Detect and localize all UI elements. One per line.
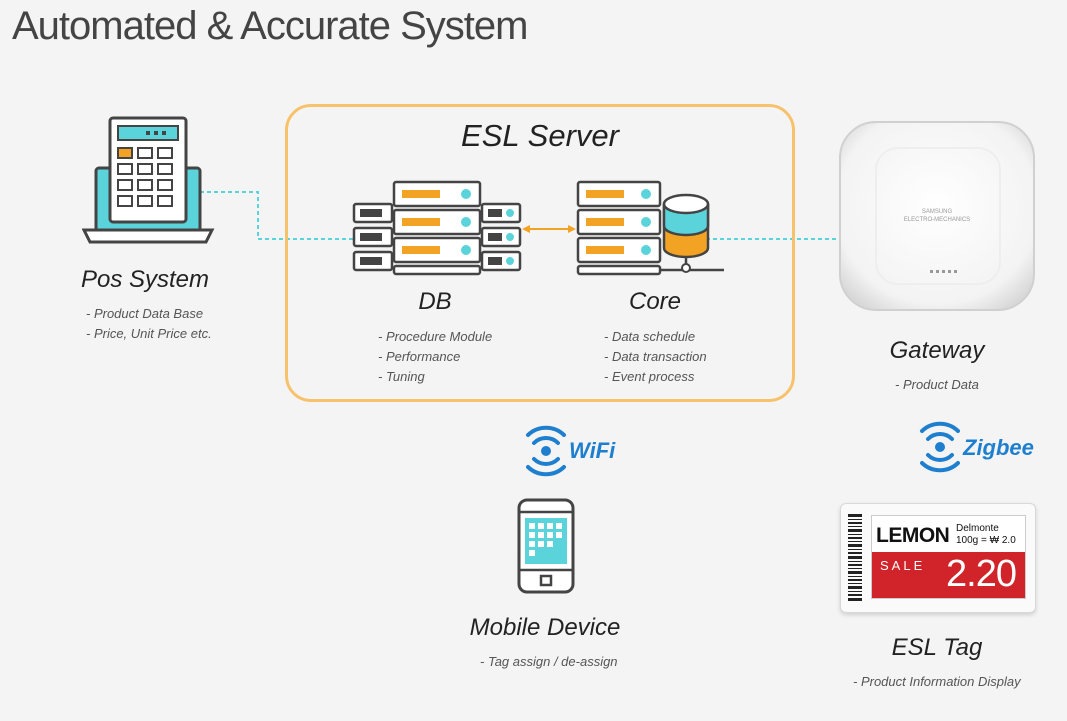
db-desc-item: - Procedure Module — [378, 329, 493, 344]
db-label: DB — [418, 288, 452, 315]
esl-tag-label: ESL Tag — [891, 634, 983, 661]
barcode-icon — [848, 514, 862, 601]
wifi-icon — [526, 425, 566, 477]
zigbee-icon — [920, 421, 960, 473]
mobile-desc-item: - Tag assign / de-assign — [480, 654, 618, 669]
db-description: - Procedure Module - Performance - Tunin… — [378, 327, 492, 387]
core-description: - Data schedule - Data transaction - Eve… — [604, 327, 707, 387]
core-label: Core — [628, 288, 682, 315]
mobile-description: - Tag assign / de-assign — [480, 652, 618, 672]
gateway-desc-item: - Product Data — [895, 377, 979, 392]
esl-tag-screen: LEMON Delmonte 100g = ₩ 2.0 SALE 2.20 — [871, 515, 1026, 599]
mobile-phone-icon — [517, 498, 575, 594]
wifi-label: WiFi — [569, 438, 616, 463]
tag-product-name: LEMON — [876, 524, 950, 547]
page-title: Automated & Accurate System — [12, 4, 528, 48]
tag-unit-price: 100g = ₩ 2.0 — [956, 535, 1016, 546]
tag-sale-text: SALE — [880, 558, 926, 573]
pos-desc-item: - Price, Unit Price etc. — [86, 326, 212, 341]
core-desc-item: - Event process — [604, 369, 695, 384]
zigbee-label: Zigbee — [963, 435, 1034, 460]
pos-label: Pos System — [80, 266, 210, 293]
gateway-brand-text: ELECTRO-MECHANICS — [904, 217, 970, 223]
core-desc-item: - Data transaction — [604, 349, 707, 364]
db-desc-item: - Tuning — [378, 369, 425, 384]
gateway-label: Gateway — [889, 337, 985, 364]
database-cylinder-icon — [660, 193, 724, 273]
core-desc-item: - Data schedule — [604, 329, 696, 344]
tag-sale-banner: SALE 2.20 — [872, 552, 1025, 598]
db-desc-item: - Performance — [378, 349, 461, 364]
gateway-brand-text: SAMSUNG — [922, 209, 953, 215]
core-server-icon — [576, 180, 724, 276]
esl-tag-desc-item: - Product Information Display — [853, 674, 1021, 689]
pos-description: - Product Data Base - Price, Unit Price … — [86, 304, 212, 344]
esl-tag-device: LEMON Delmonte 100g = ₩ 2.0 SALE 2.20 — [840, 503, 1036, 613]
gateway-description: - Product Data — [895, 375, 979, 395]
mobile-label: Mobile Device — [469, 614, 621, 641]
tag-price: 2.20 — [946, 553, 1017, 595]
gateway-device-image: SAMSUNG ELECTRO-MECHANICS — [839, 121, 1035, 311]
db-server-icon — [352, 180, 522, 276]
pos-server-link — [200, 191, 360, 240]
pos-laptop-icon — [82, 116, 215, 244]
tag-brand: Delmonte — [956, 523, 999, 534]
esl-tag-description: - Product Information Display — [853, 672, 1021, 692]
esl-server-title: ESL Server — [461, 118, 619, 153]
esl-server-box — [285, 104, 795, 402]
pos-desc-item: - Product Data Base — [86, 306, 204, 321]
